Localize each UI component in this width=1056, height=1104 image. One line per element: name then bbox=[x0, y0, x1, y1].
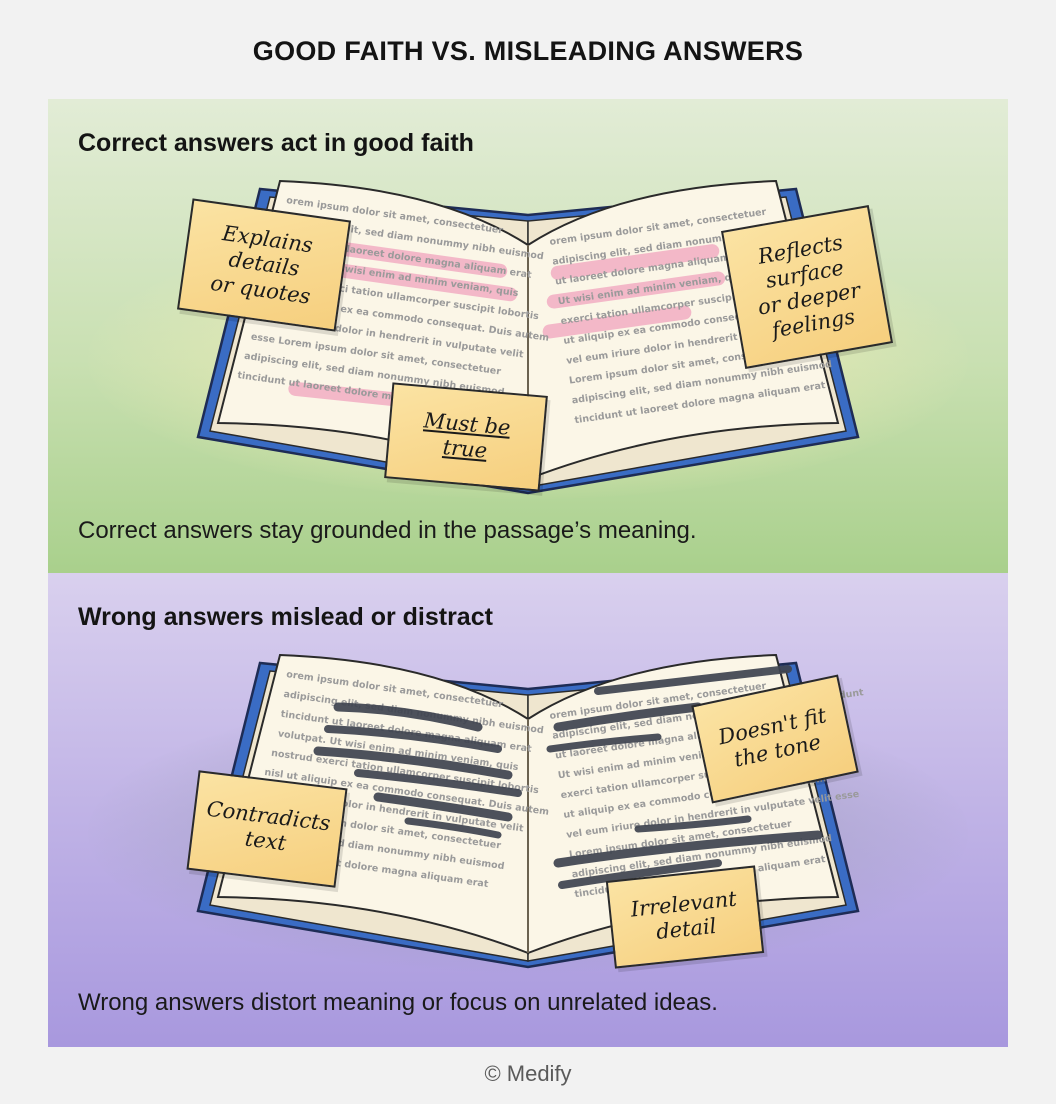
bad-panel-heading: Wrong answers mislead or distract bbox=[78, 603, 493, 631]
scribble bbox=[333, 702, 483, 732]
highlight bbox=[550, 244, 720, 280]
scribble bbox=[354, 769, 522, 797]
bad-scribbles bbox=[313, 665, 823, 889]
sticky-note-contradicts: Contradicts text bbox=[186, 770, 348, 888]
highlight bbox=[542, 305, 692, 339]
sticky-note-reflects: Reflects surface or deeper feelings bbox=[720, 205, 894, 369]
highlight bbox=[546, 271, 726, 309]
highlight bbox=[328, 262, 518, 302]
scribble bbox=[553, 702, 703, 732]
scribble bbox=[373, 792, 513, 822]
sticky-note-must-be-true: Must be true bbox=[384, 382, 548, 492]
good-panel-caption: Correct answers stay grounded in the pas… bbox=[78, 517, 697, 544]
sticky-note-irrelevant: Irrelevant detail bbox=[605, 865, 765, 969]
scribble bbox=[634, 815, 752, 833]
sticky-note-explains: Explains details or quotes bbox=[176, 198, 352, 332]
scribble bbox=[553, 830, 823, 868]
scribble bbox=[594, 665, 792, 695]
scribble bbox=[324, 725, 502, 753]
scribble bbox=[404, 817, 502, 839]
bad-panel-caption: Wrong answers distort meaning or focus o… bbox=[78, 989, 718, 1016]
good-panel-heading: Correct answers act in good faith bbox=[78, 129, 474, 157]
scribble bbox=[546, 733, 662, 753]
misleading-panel: Wrong answers mislead or distract orem i… bbox=[48, 573, 1008, 1047]
scribble bbox=[558, 859, 722, 889]
good-faith-panel: Correct answers act in good faith orem i… bbox=[48, 99, 1008, 573]
copyright-footer: © Medify bbox=[484, 1061, 572, 1086]
main-title: GOOD FAITH VS. MISLEADING ANSWERS bbox=[252, 36, 804, 66]
scribble bbox=[313, 746, 513, 780]
highlight bbox=[338, 242, 508, 278]
